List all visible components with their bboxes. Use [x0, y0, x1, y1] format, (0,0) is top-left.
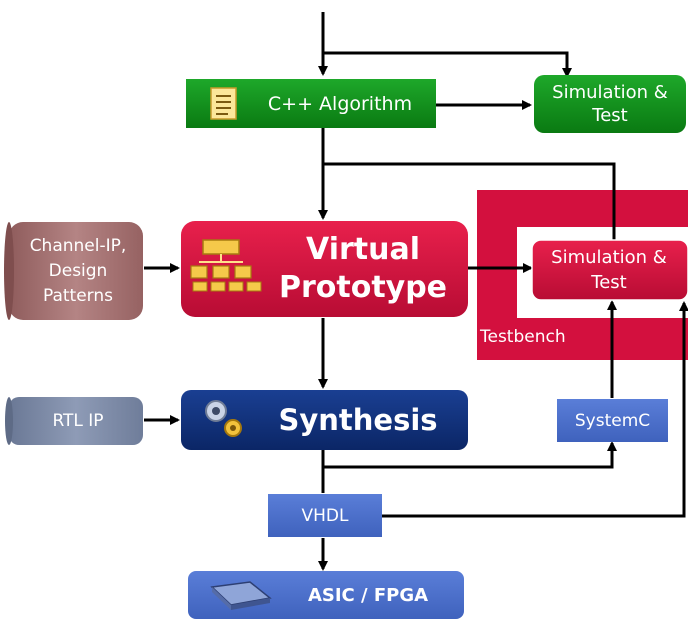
- asic-fpga-label: ASIC / FPGA: [307, 584, 429, 606]
- sim-test-mid-label: Simulation & Test: [551, 247, 667, 293]
- hierarchy-icon: [190, 239, 262, 292]
- chip-icon: [210, 581, 272, 610]
- systemc-box: [557, 399, 668, 442]
- vhdl-box: [268, 494, 382, 537]
- testbench-frame: [477, 190, 688, 360]
- synthesis-label: Synthesis: [278, 403, 438, 437]
- channel-ip-label: Channel-IP, Design Patterns: [29, 235, 127, 306]
- virtual-prototype-label: Virtual Prototype: [278, 232, 448, 305]
- connectors: [144, 12, 688, 571]
- synthesis-box: [181, 390, 468, 450]
- rtl-ip-cylinder: [5, 397, 143, 445]
- channel-ip-cylinder: [4, 222, 143, 320]
- sim-test-top-label: Simulation & Test: [552, 82, 668, 126]
- vhdl-label: VHDL: [301, 505, 349, 526]
- rtl-ip-label: RTL IP: [52, 411, 104, 431]
- cpp-algorithm-label: C++ Algorithm: [267, 92, 413, 115]
- testbench-label: Testbench: [480, 327, 566, 347]
- asic-fpga-box: [188, 571, 464, 619]
- sim-test-top-box: [534, 75, 686, 133]
- virtual-prototype-box: [181, 221, 468, 317]
- systemc-label: SystemC: [574, 410, 651, 431]
- document-icon: [210, 87, 237, 120]
- gears-icon: [205, 400, 242, 437]
- sim-test-mid-box: [531, 239, 688, 301]
